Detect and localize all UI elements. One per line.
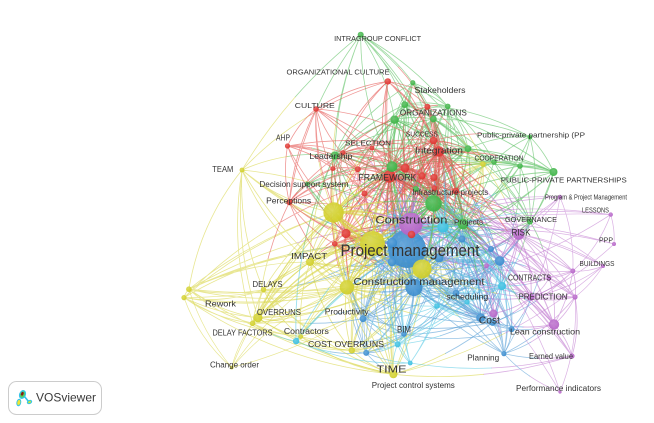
- svg-text:LESSONS: LESSONS: [582, 207, 609, 214]
- svg-text:Project management: Project management: [341, 241, 480, 260]
- svg-text:Construction: Construction: [375, 214, 447, 226]
- svg-text:scheduling: scheduling: [446, 292, 488, 302]
- svg-text:INTRAGROUP CONFLICT: INTRAGROUP CONFLICT: [334, 34, 421, 43]
- svg-text:RISK: RISK: [512, 228, 531, 238]
- svg-text:Leadership: Leadership: [309, 151, 352, 161]
- svg-text:OVERRUNS: OVERRUNS: [257, 307, 301, 317]
- svg-text:AHP: AHP: [276, 134, 290, 143]
- svg-text:PREDICTION: PREDICTION: [519, 292, 568, 301]
- svg-text:Performance indicators: Performance indicators: [516, 384, 601, 393]
- svg-text:VOSviewer: VOSviewer: [36, 391, 96, 405]
- svg-text:IMPACT: IMPACT: [291, 251, 327, 261]
- svg-text:ORGANIZATIONAL CULTURE: ORGANIZATIONAL CULTURE: [287, 68, 390, 77]
- svg-text:FRAMEWORK: FRAMEWORK: [358, 173, 416, 183]
- svg-text:Productivity: Productivity: [325, 307, 370, 317]
- svg-text:Perceptions: Perceptions: [266, 196, 311, 206]
- svg-text:GOVERNANCE: GOVERNANCE: [505, 215, 557, 224]
- svg-text:CULTURE: CULTURE: [295, 101, 335, 110]
- svg-text:Stakeholders: Stakeholders: [415, 86, 466, 95]
- svg-text:Program & Project Management: Program & Project Management: [545, 194, 627, 201]
- svg-text:BUILDINGS: BUILDINGS: [580, 259, 615, 268]
- svg-text:Earned value: Earned value: [529, 352, 574, 361]
- svg-text:Change order: Change order: [210, 360, 259, 369]
- svg-text:Decision support system: Decision support system: [259, 180, 348, 189]
- svg-text:BIM: BIM: [397, 325, 411, 335]
- svg-text:SELECTION: SELECTION: [345, 139, 391, 148]
- svg-text:Rework: Rework: [205, 299, 237, 308]
- svg-text:Contractors: Contractors: [284, 327, 329, 336]
- svg-text:Project control systems: Project control systems: [372, 381, 455, 390]
- svg-text:Lean construction: Lean construction: [510, 327, 580, 336]
- svg-text:DELAYS: DELAYS: [253, 280, 283, 289]
- svg-text:Integration: Integration: [415, 145, 463, 156]
- svg-text:TIME: TIME: [377, 365, 407, 376]
- svg-text:SUCCESS: SUCCESS: [406, 129, 438, 138]
- svg-text:COOPERATION: COOPERATION: [475, 154, 524, 163]
- svg-text:COST OVERRUNS: COST OVERRUNS: [308, 339, 384, 349]
- svg-text:PUBLIC-PRIVATE PARTNERSHIPS: PUBLIC-PRIVATE PARTNERSHIPS: [501, 175, 627, 184]
- svg-text:CONTRACTS: CONTRACTS: [508, 273, 551, 282]
- svg-text:Construction management: Construction management: [354, 277, 485, 288]
- svg-text:DELAY FACTORS: DELAY FACTORS: [213, 328, 273, 337]
- svg-text:Cost: Cost: [479, 316, 500, 327]
- svg-text:PPP: PPP: [599, 236, 613, 245]
- svg-text:Public-private partnership (PP: Public-private partnership (PP: [477, 131, 585, 140]
- svg-text:Infrastructure projects: Infrastructure projects: [412, 188, 488, 197]
- svg-text:Planning: Planning: [467, 352, 499, 362]
- svg-text:Projects: Projects: [454, 218, 483, 227]
- svg-text:ORGANIZATIONS: ORGANIZATIONS: [400, 108, 467, 117]
- svg-text:TEAM: TEAM: [212, 165, 233, 174]
